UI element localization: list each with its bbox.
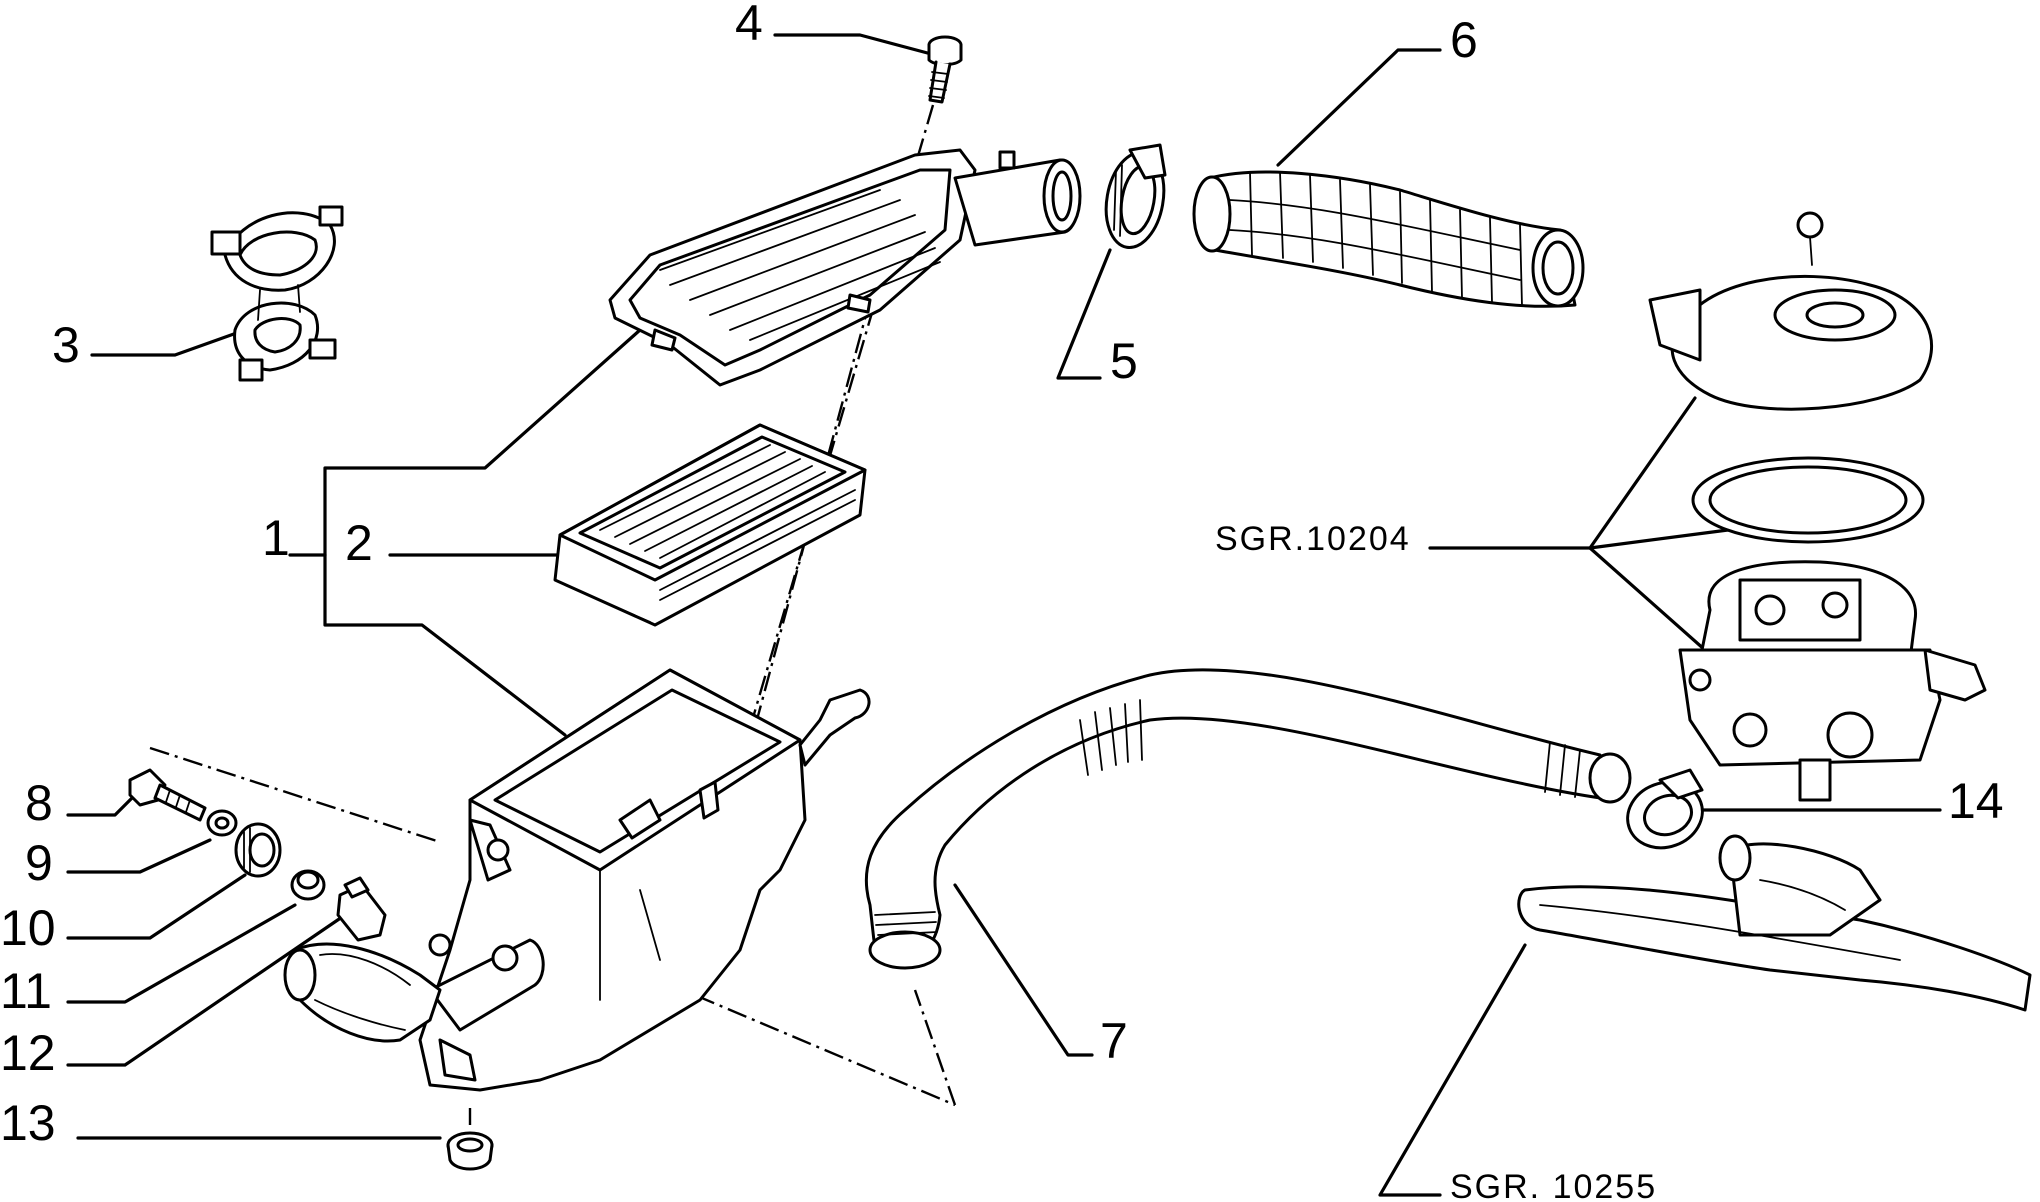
filter-cartridge-icon (553, 423, 867, 627)
callout-1: 1 (262, 510, 290, 566)
leader-lines (66, 33, 1942, 1197)
bolt-icon (128, 768, 207, 822)
callout-11: 11 (0, 963, 52, 1019)
callout-10: 10 (0, 900, 56, 956)
pad-icon (336, 876, 387, 942)
hose-clamp-icon (1104, 143, 1167, 250)
hose-clamp-icon-14 (1626, 768, 1704, 850)
leader-6 (1276, 48, 1442, 167)
axis-bolt (149, 746, 441, 844)
callout-5: 5 (1110, 333, 1138, 389)
leader-7 (953, 883, 1094, 1057)
intake-duct-icon (283, 942, 442, 1043)
ref-sgr-10255: SGR. 10255 (1450, 1168, 1657, 1202)
callout-13: 13 (0, 1095, 56, 1151)
air-filter-cover-icon (608, 148, 1082, 387)
bracket-clip-icon (210, 205, 344, 382)
leader-12 (66, 913, 347, 1067)
axis-base-b (913, 989, 957, 1106)
leader-4 (773, 33, 937, 57)
leader-5 (1056, 248, 1112, 380)
leader-8 (66, 793, 137, 817)
leader-3 (90, 328, 247, 357)
callout-4: 4 (735, 0, 763, 51)
leader-10 (66, 873, 247, 940)
leader-sgr10255 (1378, 943, 1527, 1197)
callout-2: 2 (345, 515, 373, 571)
callout-6: 6 (1450, 12, 1478, 68)
carburettor-assembly-icon (1648, 211, 1987, 802)
leader-9 (66, 838, 212, 874)
corrugated-hose-icon (1192, 170, 1585, 308)
leader-sgr10204-c (1588, 546, 1707, 652)
leader-1b (323, 553, 567, 737)
manifold-duct-icon (1517, 834, 2032, 1012)
callout-8: 8 (25, 775, 53, 831)
callout-14: 14 (1948, 773, 2004, 829)
grommet-icon (234, 822, 282, 878)
hose-pipe-icon (864, 668, 1632, 970)
callout-9: 9 (25, 835, 53, 891)
ref-sgr-10204: SGR.10204 (1215, 520, 1411, 558)
leader-1 (323, 328, 642, 557)
screw-icon (927, 35, 963, 104)
air-filter-housing-icon (418, 668, 871, 1092)
callout-12: 12 (0, 1025, 56, 1081)
leader-sgr10204 (1428, 396, 1697, 550)
callout-7: 7 (1100, 1013, 1128, 1069)
drain-plug-icon (446, 1131, 494, 1171)
washer-icon (206, 809, 238, 837)
leader-11 (66, 903, 297, 1004)
bush-icon (290, 869, 326, 901)
callout-3: 3 (52, 317, 80, 373)
leader-sgr10204-b (1588, 528, 1730, 550)
